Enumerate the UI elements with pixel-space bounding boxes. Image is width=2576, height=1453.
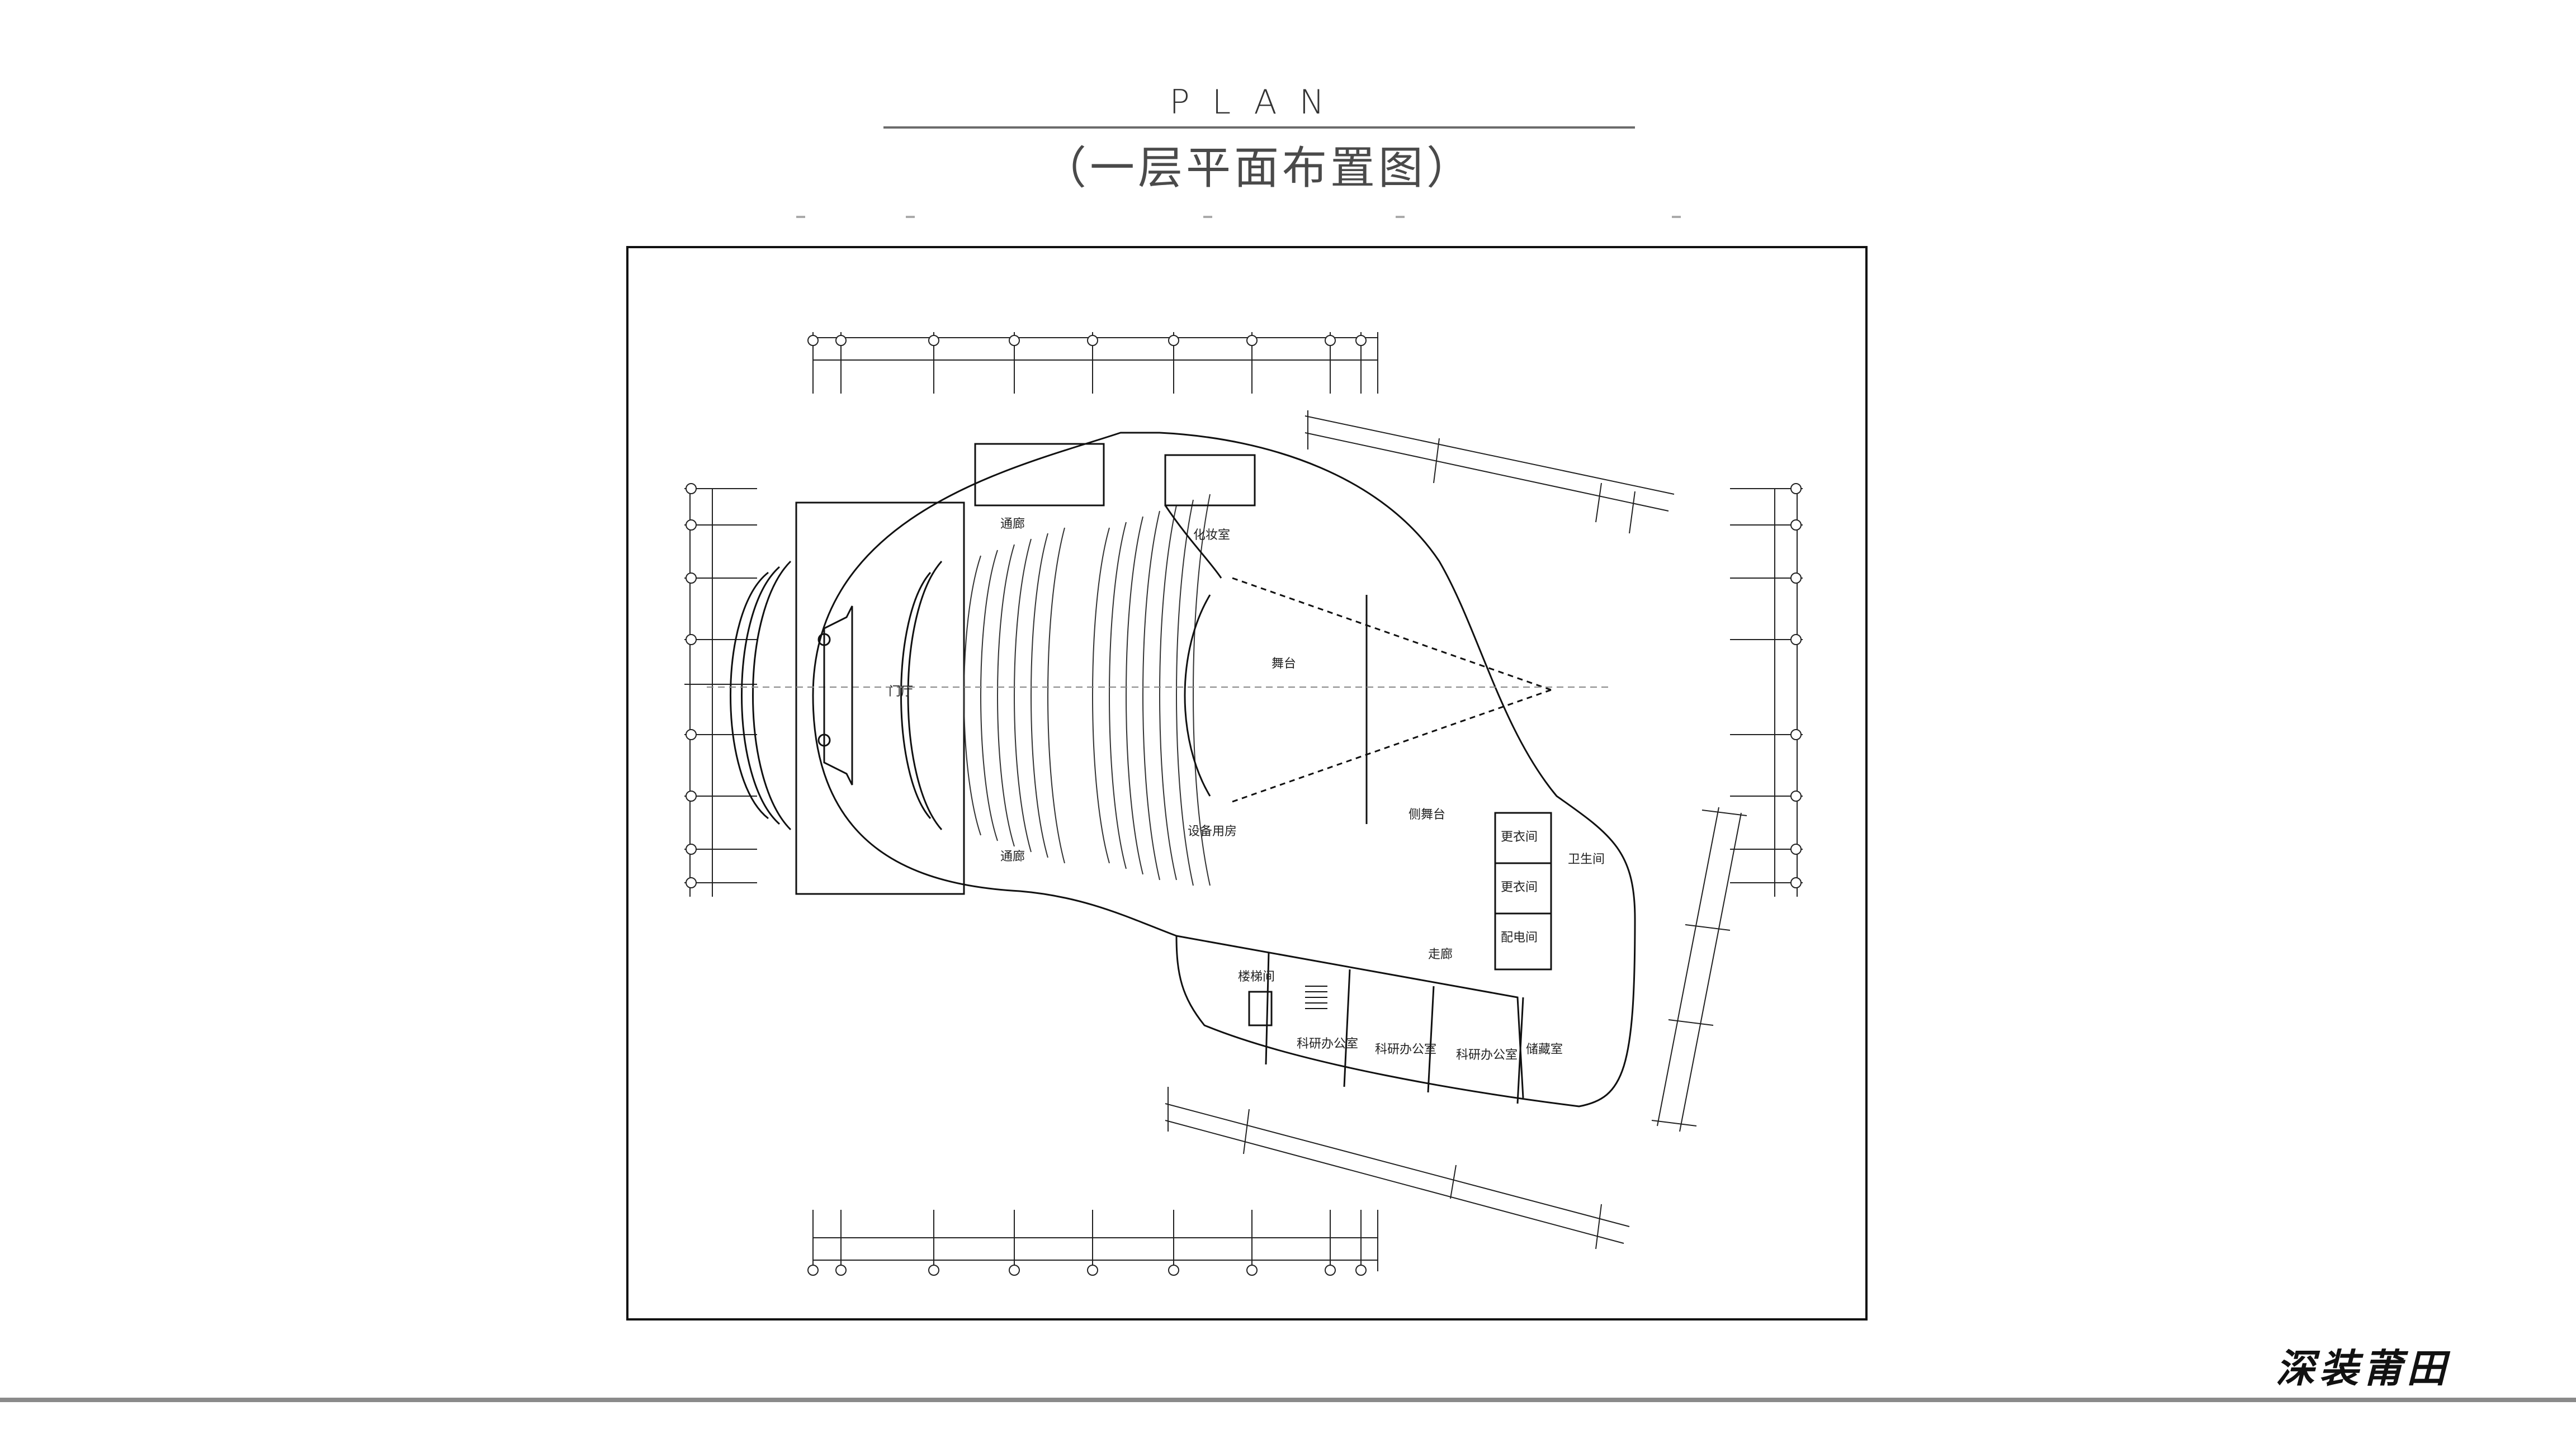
label-equipment: 设备用房 <box>1188 825 1237 839</box>
label-room-c: 配电间 <box>1501 931 1538 945</box>
brand-logo-text: 深装莆田 <box>2276 1345 2450 1392</box>
bottom-dimension-line <box>812 1210 1378 1271</box>
tick-mark <box>1396 216 1405 218</box>
page-title: PLAN <box>1169 83 1347 122</box>
left-dimension-line <box>684 488 757 897</box>
label-stair: 楼梯间 <box>1238 970 1275 984</box>
label-lobby: 门厅 <box>888 685 913 699</box>
label-corridor-left-bottom: 通廊 <box>1000 850 1025 864</box>
label-office-3: 科研办公室 <box>1456 1048 1518 1062</box>
footer-rule <box>0 1398 2576 1402</box>
angled-dimension-top-right <box>1304 410 1675 534</box>
right-dimension-line <box>1730 488 1803 897</box>
page-subtitle: （一层平面布置图） <box>1042 142 1474 194</box>
label-office-2: 科研办公室 <box>1375 1043 1436 1057</box>
label-room-a: 更衣间 <box>1501 830 1538 844</box>
tick-mark <box>1203 216 1212 218</box>
label-room-b: 更衣间 <box>1501 881 1538 894</box>
building-outline <box>707 432 1636 1108</box>
label-corridor-east: 走廊 <box>1428 948 1453 962</box>
label-side-stage: 侧舞台 <box>1408 808 1445 822</box>
floor-plan-drawing: 门厅 舞台 通廊 通廊 化妆室 设备用房 侧舞台 走廊 科研办公室 科研办公室 … <box>684 332 1803 1276</box>
label-restroom: 卫生间 <box>1568 853 1605 867</box>
label-storage: 储藏室 <box>1526 1043 1563 1057</box>
label-dressing: 化妆室 <box>1193 528 1230 542</box>
floor-plan-frame: 门厅 舞台 通廊 通廊 化妆室 设备用房 侧舞台 走廊 科研办公室 科研办公室 … <box>626 246 1868 1321</box>
lobby-block <box>795 501 965 895</box>
tick-mark <box>796 216 805 218</box>
angled-dimension-bottom <box>1165 1087 1630 1250</box>
label-office-1: 科研办公室 <box>1297 1037 1358 1051</box>
tick-mark <box>1672 216 1681 218</box>
title-underline <box>883 126 1635 129</box>
angled-dimension-right <box>1651 807 1747 1132</box>
label-corridor-left-top: 通廊 <box>1000 517 1025 531</box>
tick-mark <box>906 216 915 218</box>
label-stage: 舞台 <box>1272 657 1296 671</box>
